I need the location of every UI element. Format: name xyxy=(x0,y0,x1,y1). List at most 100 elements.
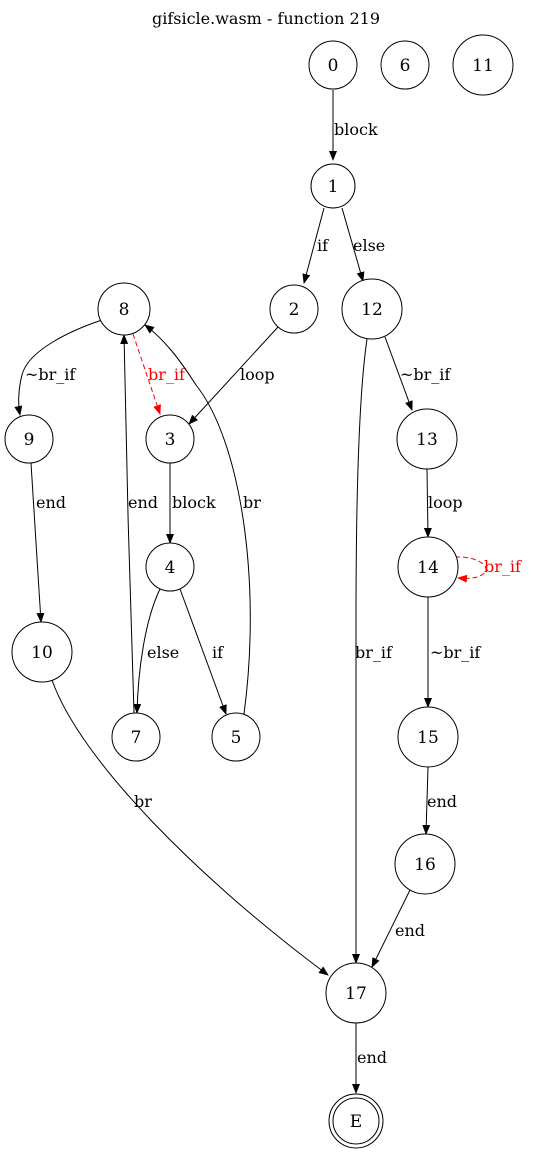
edge-label-4-to-7: else xyxy=(147,643,179,662)
node-14: 14 xyxy=(397,536,459,598)
edge-label-7-to-8: end xyxy=(128,493,158,512)
node-6: 6 xyxy=(380,40,430,90)
edge-label-8-to-3: br_if xyxy=(148,365,186,384)
node-5: 5 xyxy=(211,712,261,762)
edge-label-15-to-16: end xyxy=(427,792,457,811)
node-9: 9 xyxy=(4,414,54,464)
edge-2-to-3 xyxy=(188,326,279,425)
node-label-12: 12 xyxy=(361,300,383,320)
edge-label-3-to-4: block xyxy=(172,493,216,512)
node-label-3: 3 xyxy=(165,430,176,450)
node-label-15: 15 xyxy=(417,728,439,748)
node-label-2: 2 xyxy=(289,300,300,320)
node-1: 1 xyxy=(310,163,356,209)
node-label-10: 10 xyxy=(31,643,53,663)
edge-5-to-8 xyxy=(144,324,251,715)
node-circle-7 xyxy=(111,712,161,762)
node-circle-10 xyxy=(11,621,73,683)
node-label-4: 4 xyxy=(165,558,176,578)
node-label-16: 16 xyxy=(414,855,436,875)
edge-label-5-to-8: br xyxy=(243,493,261,512)
node-label-9: 9 xyxy=(24,430,35,450)
node-circle-3 xyxy=(145,414,195,464)
edge-13-to-14 xyxy=(423,468,432,538)
node-label-E: E xyxy=(350,1112,362,1132)
node-circle-9 xyxy=(4,414,54,464)
edge-label-4-to-5: if xyxy=(212,643,224,662)
node-circle-1 xyxy=(310,163,356,209)
edge-label-12-to-17: br_if xyxy=(355,643,393,662)
node-E: E xyxy=(328,1093,384,1149)
node-17: 17 xyxy=(325,962,387,1024)
node-label-1: 1 xyxy=(328,177,339,197)
node-circle-14 xyxy=(397,536,459,598)
node-12: 12 xyxy=(341,278,403,340)
node-label-6: 6 xyxy=(400,56,411,76)
edge-label-12-to-13: ~br_if xyxy=(400,365,451,384)
edge-label-14-to-14: br_if xyxy=(484,557,522,576)
node-0: 0 xyxy=(308,40,358,90)
node-8: 8 xyxy=(97,282,151,336)
node-circle-11 xyxy=(452,34,514,96)
node-circle-16 xyxy=(394,833,456,895)
edge-label-10-to-17: br xyxy=(134,792,152,811)
node-13: 13 xyxy=(396,408,458,470)
node-11: 11 xyxy=(452,34,514,96)
node-circle-12 xyxy=(341,278,403,340)
node-label-0: 0 xyxy=(328,56,339,76)
node-label-7: 7 xyxy=(131,728,142,748)
edge-label-1-to-2: if xyxy=(317,236,329,255)
edge-label-16-to-17: end xyxy=(395,921,425,940)
node-2: 2 xyxy=(269,284,319,334)
edge-4-to-5 xyxy=(179,588,227,715)
edge-label-14-to-15: ~br_if xyxy=(430,643,481,662)
edge-label-17-to-E: end xyxy=(357,1048,387,1067)
edge-16-to-17 xyxy=(371,889,411,968)
edge-1-to-2 xyxy=(302,207,325,284)
node-circle-6 xyxy=(380,40,430,90)
edge-label-9-to-10: end xyxy=(36,493,66,512)
node-10: 10 xyxy=(11,621,73,683)
node-4: 4 xyxy=(145,542,195,592)
node-15: 15 xyxy=(397,706,459,768)
edge-label-2-to-3: loop xyxy=(240,365,275,384)
edge-9-to-10 xyxy=(30,462,45,623)
edge-label-8-to-9: ~br_if xyxy=(25,365,76,384)
edge-10-to-17 xyxy=(51,679,329,976)
edge-7-to-8 xyxy=(120,334,135,714)
edge-12-to-17 xyxy=(352,338,368,964)
node-label-5: 5 xyxy=(231,728,242,748)
edge-8-to-3 xyxy=(132,333,161,415)
node-circle-13 xyxy=(396,408,458,470)
edge-15-to-16 xyxy=(422,766,431,835)
node-label-8: 8 xyxy=(119,300,130,320)
node-label-17: 17 xyxy=(345,984,367,1004)
node-circle-17 xyxy=(325,962,387,1024)
edge-8-to-9 xyxy=(14,319,103,416)
node-circle-15 xyxy=(397,706,459,768)
edge-label-1-to-12: else xyxy=(353,236,385,255)
node-label-14: 14 xyxy=(417,558,439,578)
node-circle-4 xyxy=(145,542,195,592)
edge-label-13-to-14: loop xyxy=(428,493,463,512)
node-circle-2 xyxy=(269,284,319,334)
edge-12-to-13 xyxy=(384,336,413,411)
node-7: 7 xyxy=(111,712,161,762)
edge-1-to-12 xyxy=(341,207,365,282)
edge-14-to-14 xyxy=(454,556,487,583)
node-label-13: 13 xyxy=(416,430,438,450)
node-inner-ring-E xyxy=(332,1097,380,1145)
edge-4-to-7 xyxy=(133,588,161,714)
node-circle-0 xyxy=(308,40,358,90)
graph-title: gifsicle.wasm - function 219 xyxy=(152,9,380,28)
node-3: 3 xyxy=(145,414,195,464)
node-circle-E xyxy=(328,1093,384,1149)
edge-label-0-to-1: block xyxy=(334,120,378,139)
node-label-11: 11 xyxy=(472,56,494,76)
node-circle-5 xyxy=(211,712,261,762)
node-circle-8 xyxy=(97,282,151,336)
node-16: 16 xyxy=(394,833,456,895)
